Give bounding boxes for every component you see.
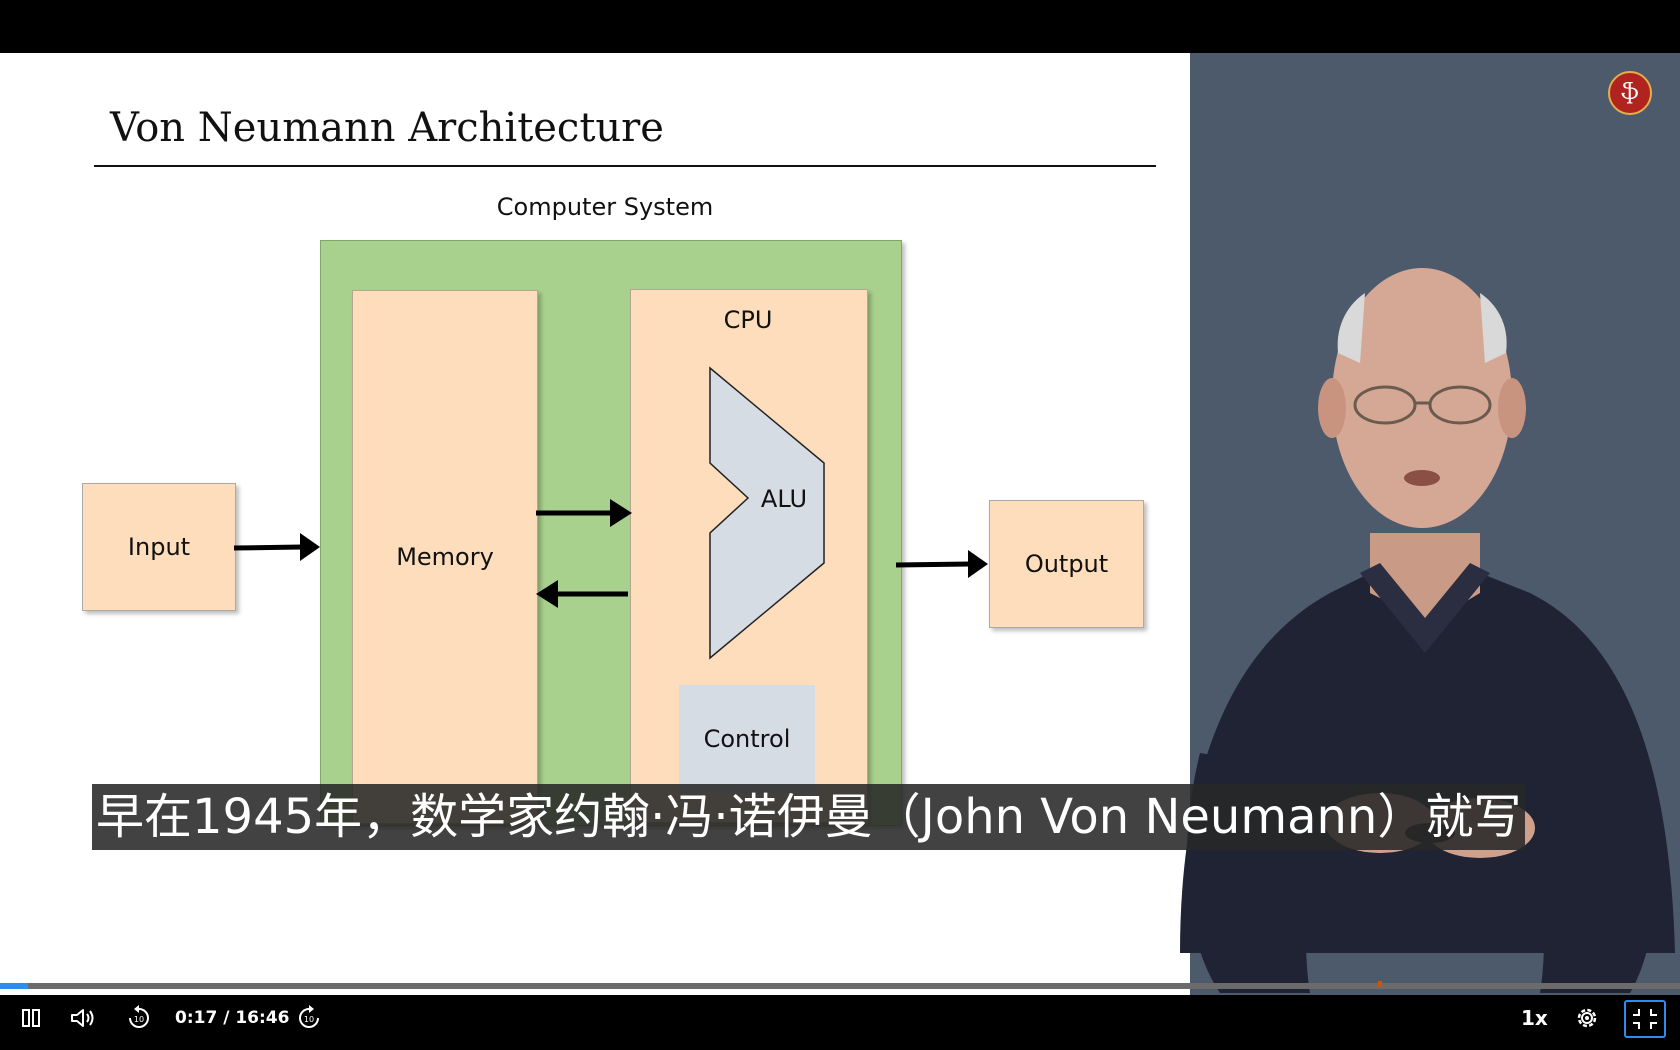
exit-fullscreen-button[interactable] [1624,1000,1666,1038]
memory-to-cpu-arrowhead [610,499,632,527]
subtitle-caption: 早在1945年，数学家约翰·冯·诺伊曼（John Von Neumann）就写 [92,784,1526,850]
output-arrowhead [968,550,988,578]
playback-speed-button[interactable]: 1x [1521,1003,1548,1033]
input-arrow [233,544,303,551]
memory-label: Memory [396,543,494,571]
presenter-figure [1180,268,1675,993]
progress-marker [1378,981,1382,987]
volume-button[interactable] [70,1003,98,1033]
forward-10-button[interactable]: 10 [296,1003,322,1033]
output-label: Output [1024,550,1109,578]
control-box: Control [679,685,815,793]
play-pause-button[interactable] [20,1003,42,1033]
rewind-10-button[interactable]: 10 [126,1003,152,1033]
control-label: Control [703,725,791,753]
time-display: 0:17 / 16:46 [175,1003,289,1033]
input-arrowhead [300,533,320,561]
input-box: Input [82,483,236,611]
diagram-arrows [233,499,988,608]
volume-icon [71,1009,94,1027]
progress-bar[interactable] [0,983,1680,989]
cpu-label: CPU [723,306,773,334]
output-box: Output [989,500,1144,628]
progress-bar-fill [0,983,29,989]
computer-system-label: Computer System [496,193,714,221]
player-controls [0,995,1680,1050]
top-letterbox [0,0,1680,53]
alu-shape: ALU [709,366,825,660]
memory-box: Memory [352,290,538,824]
channel-logo: ֆ [1608,71,1652,115]
time-display-text: 0:17 / 16:46 [175,1008,290,1028]
alu-label: ALU [761,485,807,513]
title-underline [94,165,1156,167]
video-viewport[interactable]: Von Neumann Architecture Computer System… [0,53,1680,995]
exit-fullscreen-icon [1633,1009,1657,1029]
gear-icon [1577,1008,1597,1028]
cpu-to-memory-arrowhead [536,580,558,608]
pause-icon [22,1009,40,1027]
input-label: Input [127,533,191,561]
playback-speed-label: 1x [1521,1006,1548,1030]
svg-text:10: 10 [134,1015,144,1024]
lecture-slide: Von Neumann Architecture Computer System… [0,53,1190,995]
forward-10-icon: 10 [299,1005,319,1028]
settings-button[interactable] [1574,1003,1600,1033]
output-arrow [895,561,971,568]
slide-title: Von Neumann Architecture [110,105,664,151]
svg-text:10: 10 [304,1015,314,1024]
rewind-10-icon: 10 [129,1005,149,1028]
